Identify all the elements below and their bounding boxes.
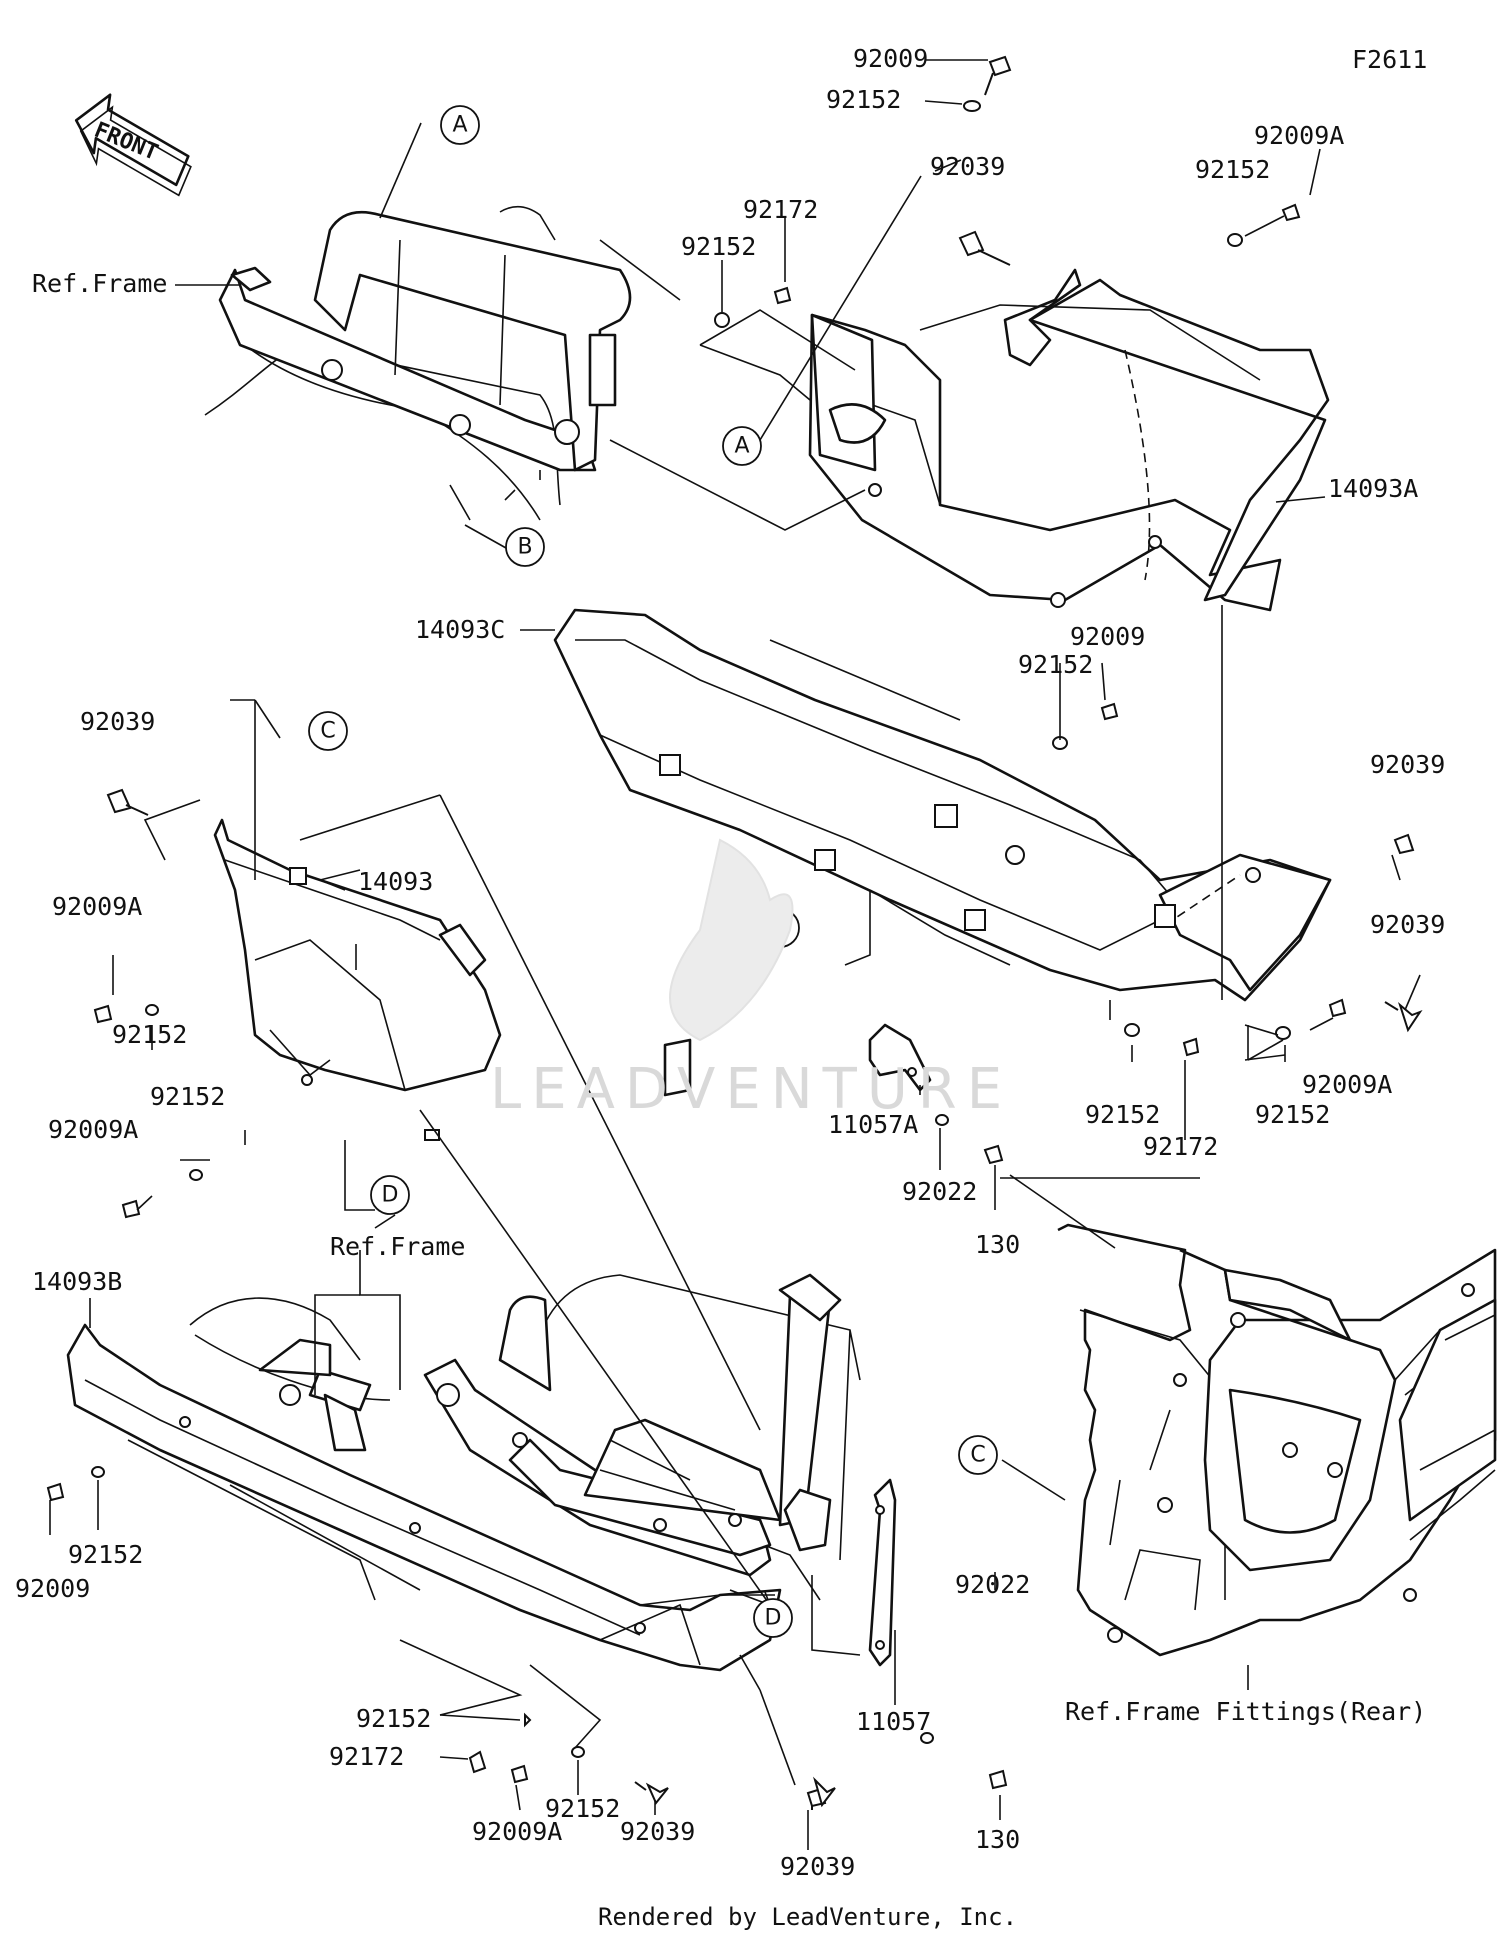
part-14093A-drawing [808, 268, 1330, 612]
watermark: LEADVENTURE [490, 838, 1012, 1122]
svg-text:C: C [320, 719, 335, 744]
part-label: 92009A [1254, 121, 1344, 150]
callout-c-rear: C [958, 1435, 998, 1475]
part-label: 92039 [1370, 750, 1445, 779]
front-arrow-icon: FRONT [74, 93, 192, 197]
part-14093B-drawing [66, 1323, 782, 1672]
part-label: 92039 [1370, 910, 1445, 939]
ref-frame-top-drawing [204, 205, 681, 521]
part-label: 92152 [1085, 1100, 1160, 1129]
part-label: 92152 [681, 232, 756, 261]
part-label: 14093A [1328, 474, 1418, 503]
part-label: 14093 [358, 867, 433, 896]
ref-frame-top-label: Ref.Frame [32, 269, 167, 298]
callout-d-mid: D [370, 1175, 410, 1215]
part-label: 92009 [15, 1574, 90, 1603]
fastener-icons [46, 55, 1423, 1810]
part-label: 92152 [826, 85, 901, 114]
svg-text:A: A [734, 434, 749, 459]
svg-text:B: B [517, 535, 532, 560]
part-label: 92152 [545, 1794, 620, 1823]
svg-text:D: D [382, 1183, 399, 1208]
part-14093-drawing [213, 818, 502, 1141]
part-14093C-drawing [553, 608, 1332, 1002]
leader-lines [49, 59, 1421, 1850]
part-label: 92009A [1302, 1070, 1392, 1099]
part-label: 130 [975, 1825, 1020, 1854]
svg-text:C: C [970, 1443, 985, 1468]
svg-text:LEADVENTURE: LEADVENTURE [490, 1057, 1012, 1122]
part-label: 92152 [150, 1082, 225, 1111]
part-label: 92039 [80, 707, 155, 736]
part-label: 14093C [415, 615, 505, 644]
part-label: 92009A [48, 1115, 138, 1144]
ref-frame-bottom-label: Ref.Frame [330, 1232, 465, 1261]
part-label: 130 [975, 1230, 1020, 1259]
svg-text:A: A [452, 113, 467, 138]
part-label: 92022 [955, 1570, 1030, 1599]
part-label: 92022 [902, 1177, 977, 1206]
ref-frame-fittings-rear-drawing [1057, 1223, 1497, 1657]
callout-b-top: B [505, 527, 545, 567]
callout-d-bottom: D [753, 1598, 793, 1638]
callout-a-mid: A [722, 426, 762, 466]
part-label: 92039 [620, 1817, 695, 1846]
part-label: 92152 [1255, 1100, 1330, 1129]
part-label: 92009 [1070, 622, 1145, 651]
part-label: 92039 [930, 152, 1005, 181]
part-label: 92009A [472, 1817, 562, 1846]
part-label: 92172 [329, 1742, 404, 1771]
part-label: 92152 [1195, 155, 1270, 184]
svg-text:D: D [765, 1606, 782, 1631]
part-label: 92009 [853, 44, 928, 73]
part-label: 92009A [52, 892, 142, 921]
part-label: 92152 [112, 1020, 187, 1049]
part-label: 14093B [32, 1267, 122, 1296]
part-label: 92152 [68, 1540, 143, 1569]
part-11057-drawing [868, 1478, 897, 1667]
part-label: 92172 [743, 195, 818, 224]
ref-frame-bottom-drawing [189, 1038, 861, 1601]
callout-a-top: A [440, 105, 480, 145]
callout-c-mid: C [308, 711, 348, 751]
footer-credit: Rendered by LeadVenture, Inc. [598, 1903, 1017, 1931]
ref-frame-fittings-rear-label: Ref.Frame Fittings(Rear) [1065, 1697, 1426, 1726]
figure-code: F2611 [1352, 45, 1427, 74]
part-label: 92172 [1143, 1132, 1218, 1161]
part-label: 92152 [356, 1704, 431, 1733]
part-label: 92152 [1018, 650, 1093, 679]
part-label: 11057 [856, 1707, 931, 1736]
part-label: 11057A [828, 1110, 918, 1139]
part-label: 92039 [780, 1852, 855, 1881]
